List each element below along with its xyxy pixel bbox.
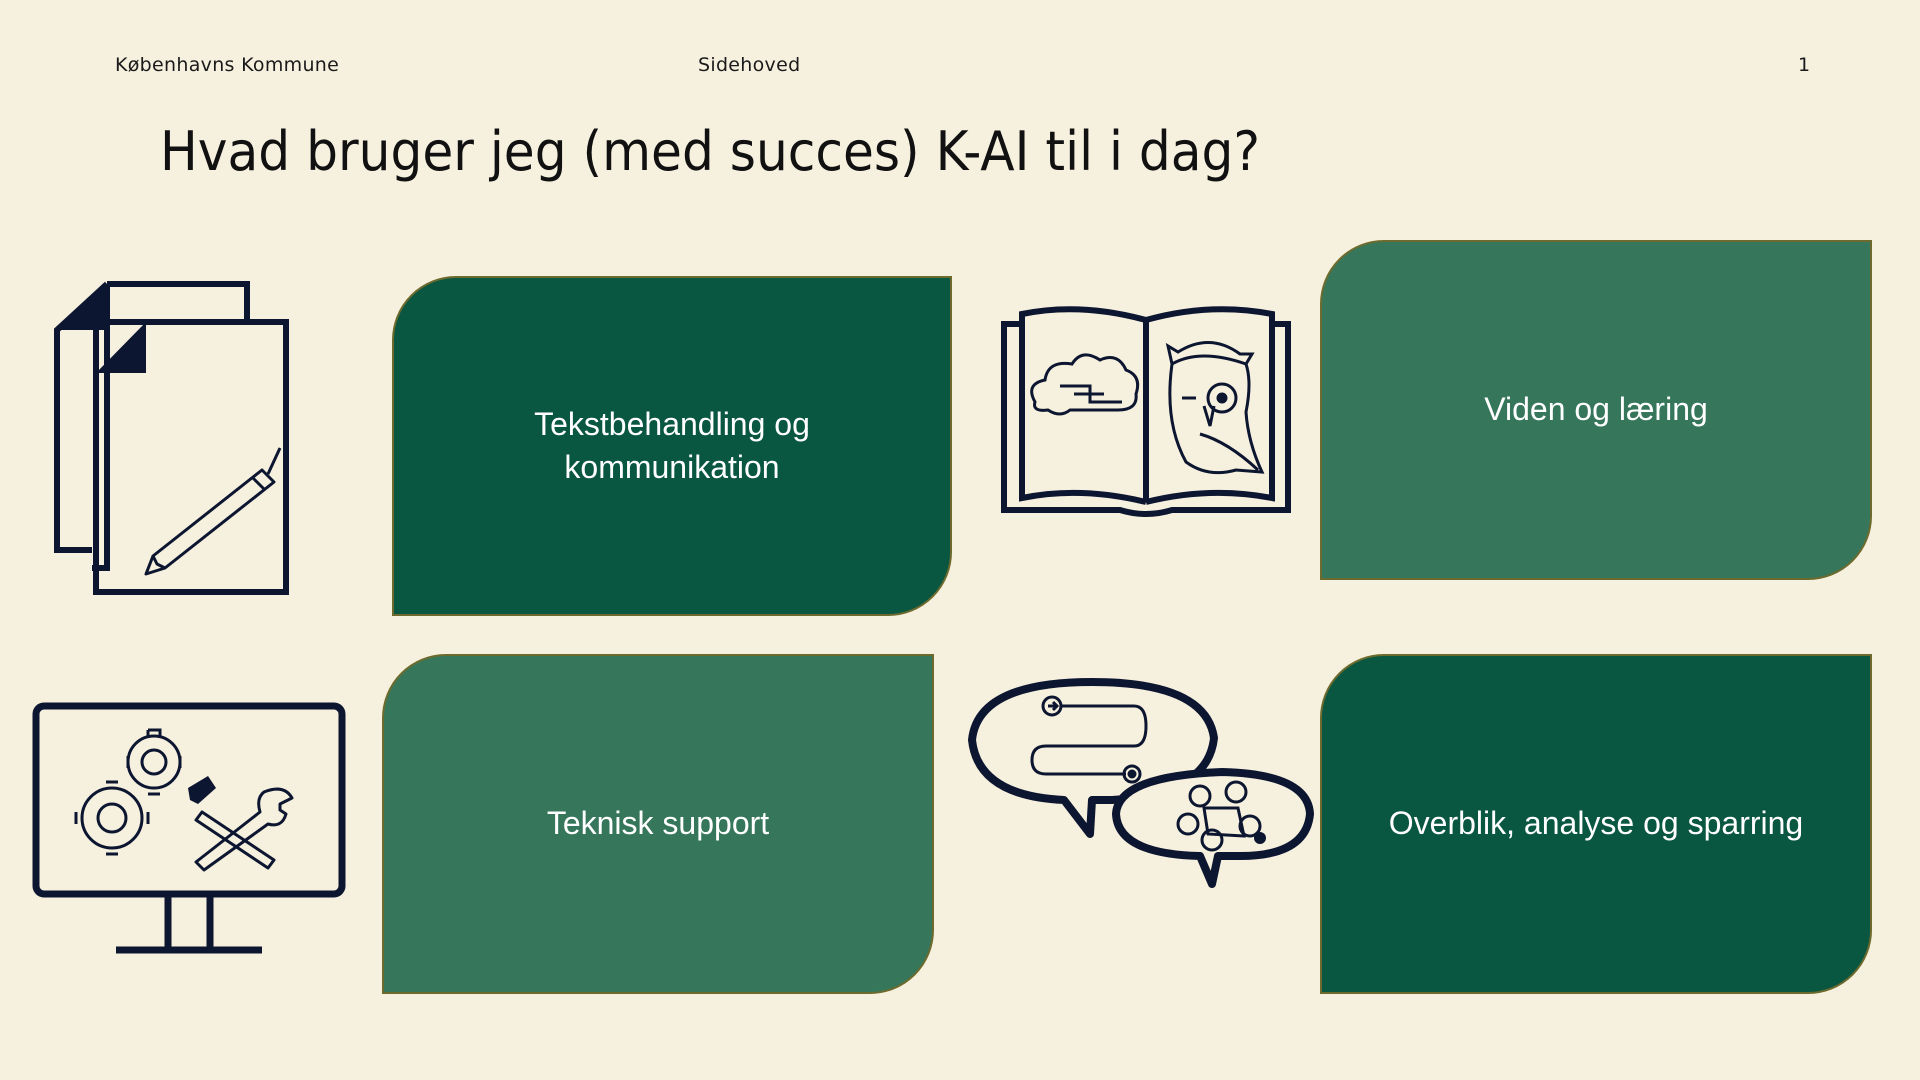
header-organization: Københavns Kommune [115,54,340,76]
card-tekstbehandling[interactable]: Tekstbehandling og kommunikation [392,276,952,616]
monitor-tools-icon [30,700,350,960]
card-label: Overblik, analyse og sparring [1388,805,1804,842]
card-label: Teknisk support [546,805,770,842]
header-label: Sidehoved [698,54,801,76]
card-teknisk-support[interactable]: Teknisk support [382,654,934,994]
book-brain-owl-icon [1000,302,1295,524]
card-label: Viden og læring [1484,391,1708,428]
page-number: 1 [1798,54,1811,76]
card-overblik-analyse[interactable]: Overblik, analyse og sparring [1320,654,1872,994]
card-viden-laering[interactable]: Viden og læring [1320,240,1872,580]
card-label: Tekstbehandling og kommunikation [534,405,810,485]
documents-pen-icon [50,278,300,608]
speech-bubbles-icon [968,678,1318,930]
slide-title: Hvad bruger jeg (med succes) K-AI til i … [160,120,1261,183]
